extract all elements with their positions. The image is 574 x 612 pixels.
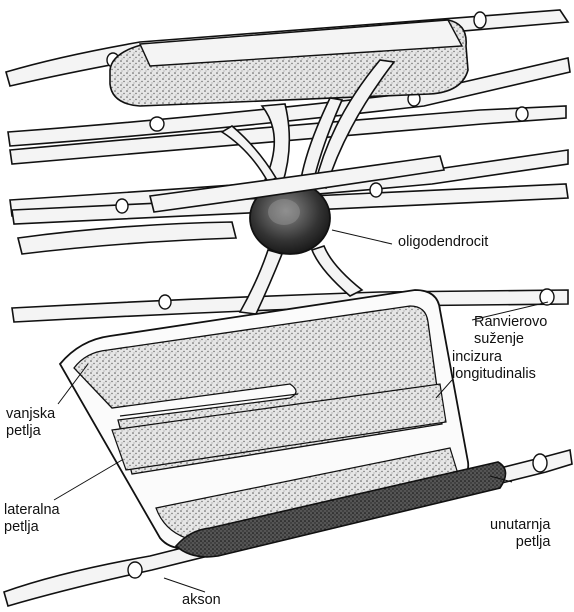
label-unutarnja-line1: unutarnja xyxy=(490,517,550,534)
unrolled-myelin-sheet xyxy=(60,290,506,557)
label-incizura-longitudinalis: incizura longitudinalis xyxy=(452,349,536,383)
label-incizura-line1: incizura xyxy=(452,349,536,366)
label-vanjska-line2: petlja xyxy=(6,423,55,440)
label-akson: akson xyxy=(182,592,221,609)
label-unutarnja-line2: petlja xyxy=(490,534,550,551)
top-myelin-segment xyxy=(110,20,468,106)
label-oligodendrocit: oligodendrocit xyxy=(398,234,488,251)
label-ranvier-line1: Ranvierovo xyxy=(474,314,547,331)
label-lateralna-line1: lateralna xyxy=(4,502,60,519)
label-unutarnja-petlja: unutarnja petlja xyxy=(490,517,550,551)
label-vanjska-line1: vanjska xyxy=(6,406,55,423)
label-incizura-line2: longitudinalis xyxy=(452,366,536,383)
label-vanjska-petlja: vanjska petlja xyxy=(6,406,55,440)
label-ranvierovo-suzenje: Ranvierovo suženje xyxy=(474,314,547,348)
label-ranvier-line2: suženje xyxy=(474,331,547,348)
label-lateralna-line2: petlja xyxy=(4,519,60,536)
label-lateralna-petlja: lateralna petlja xyxy=(4,502,60,536)
